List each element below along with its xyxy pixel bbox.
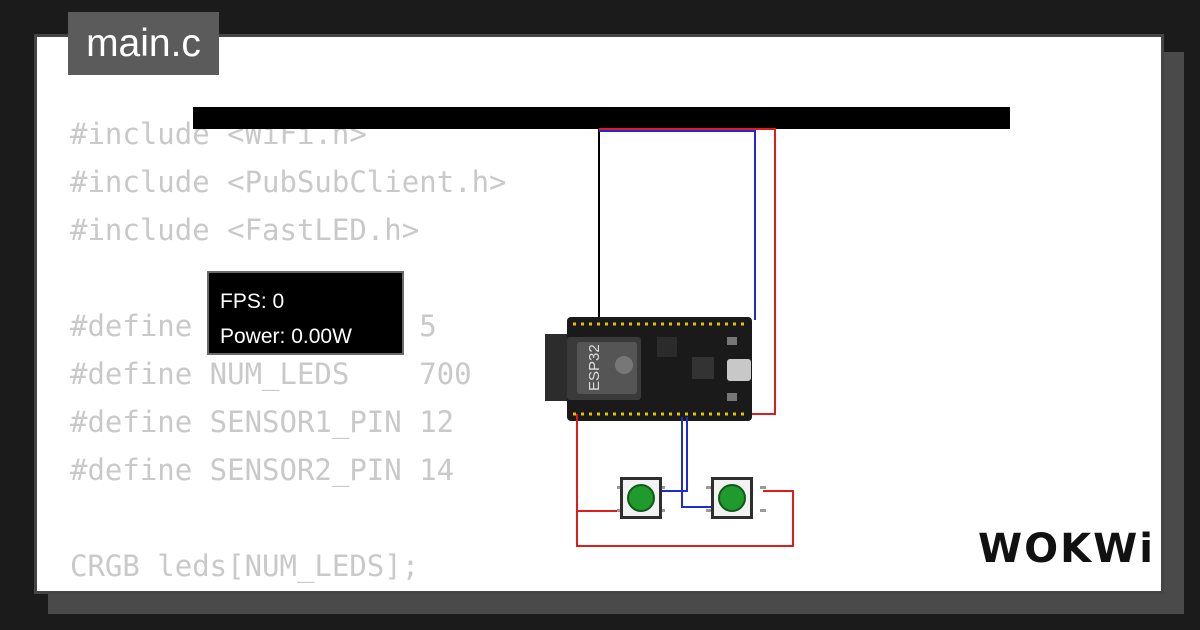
esp32-board[interactable]: ESP32 <box>545 317 752 421</box>
esp32-chip-label: ESP32 <box>586 344 603 391</box>
button1-cap[interactable] <box>627 484 655 512</box>
chip-usb-uart <box>692 357 714 379</box>
reset-button[interactable] <box>727 393 737 401</box>
usb-port[interactable] <box>727 359 751 381</box>
code-line-6: #define NUM_LEDS 700 <box>70 357 472 391</box>
wire-red-button2[interactable] <box>576 490 794 547</box>
espressif-logo <box>615 356 633 374</box>
wire-blue-sensor1[interactable] <box>659 417 688 492</box>
push-button-2[interactable] <box>706 477 766 519</box>
push-button-1[interactable] <box>617 477 665 519</box>
code-line-3: #include <FastLED.h> <box>70 213 420 247</box>
wire-blue-sensor2[interactable] <box>681 417 713 508</box>
led-strip[interactable] <box>193 107 1010 129</box>
code-preview: #include <WiFi.h>#include <PubSubClient.… <box>70 110 507 590</box>
project-preview-card: #include <WiFi.h>#include <PubSubClient.… <box>34 34 1164 594</box>
boot-button[interactable] <box>727 337 737 345</box>
code-line-2: #include <PubSubClient.h> <box>70 165 507 199</box>
button2-cap[interactable] <box>718 484 746 512</box>
wire-blue-data[interactable] <box>599 130 756 320</box>
fps-readout: FPS: 0 <box>220 290 285 313</box>
circuit-diagram: ESP32 <box>545 128 794 547</box>
code-line-7: #define SENSOR1_PIN 12 <box>70 405 455 439</box>
code-line-10: CRGB leds[NUM_LEDS]; <box>70 549 420 583</box>
file-tab-main-c[interactable]: main.c <box>68 12 219 75</box>
simulation-stats-overlay: FPS: 0 Power: 0.00W <box>207 271 404 355</box>
code-line-8: #define SENSOR2_PIN 14 <box>70 453 455 487</box>
power-readout: Power: 0.00W <box>220 325 352 348</box>
wire-red-button1[interactable] <box>576 414 623 512</box>
esp32-shield <box>577 342 637 394</box>
wire-red-vcc[interactable] <box>599 128 776 415</box>
wokwi-logo: WOKWi <box>978 526 1155 572</box>
chip-regulator <box>657 337 677 357</box>
